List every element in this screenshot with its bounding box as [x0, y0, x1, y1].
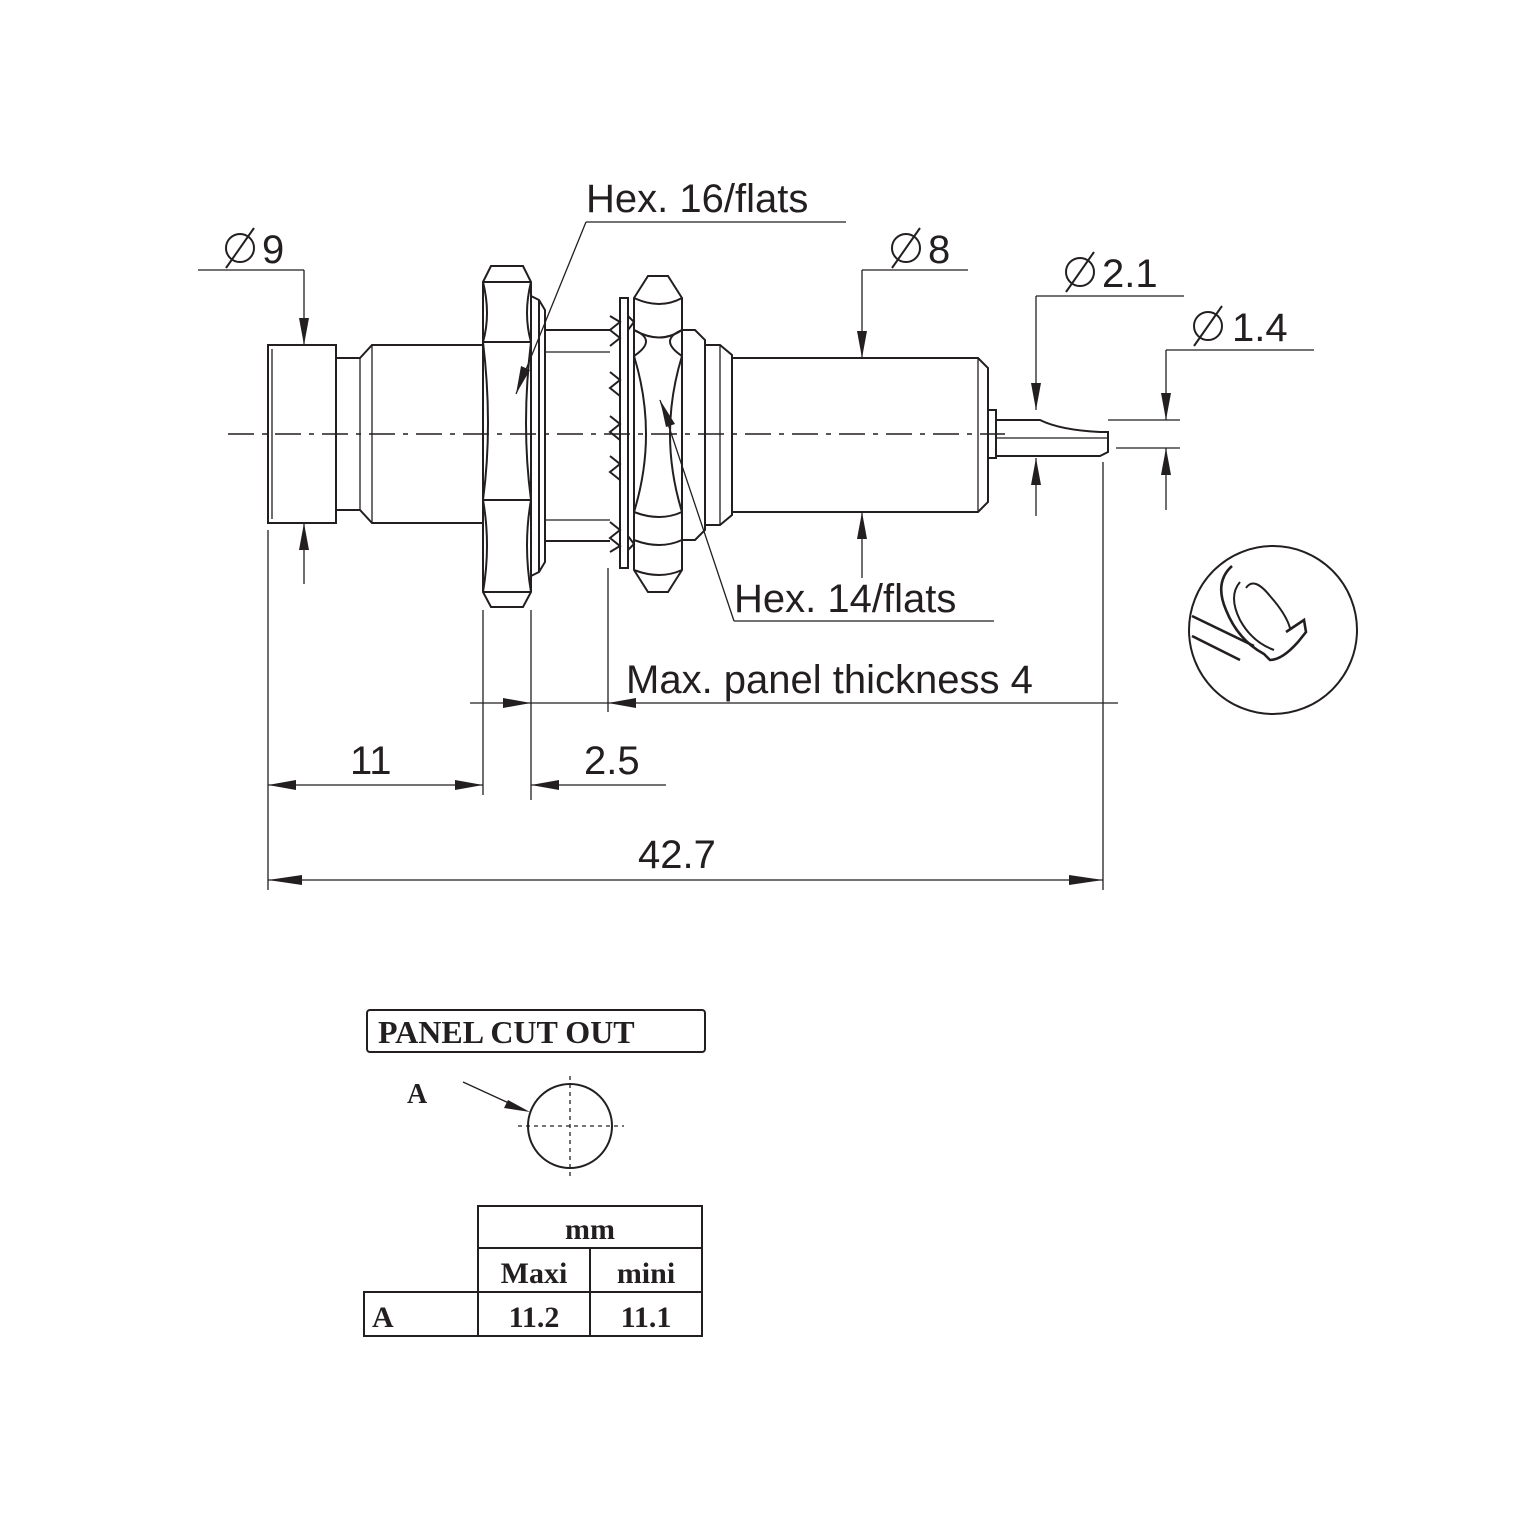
diameter-8-symbol [891, 227, 921, 269]
hex16-label: Hex. 16/flats [586, 177, 808, 221]
panel-cutout-title: PANEL CUT OUT [378, 1014, 635, 1050]
hex16-leader: Hex. 16/flats [515, 177, 846, 395]
hex14-label: Hex. 14/flats [734, 577, 956, 621]
dim-2-5: 2.5 [531, 739, 666, 790]
diameter-9-symbol [225, 227, 255, 269]
panel-cutout-title-box [366, 1009, 706, 1053]
diameter-1-4-symbol [1193, 305, 1223, 347]
dim-diameter-1-4: 1.4 [1108, 305, 1314, 510]
diameter-8-label: 8 [928, 228, 950, 272]
table-col-min: mini [617, 1257, 675, 1290]
dim-11-label: 11 [350, 739, 392, 783]
diameter-1-4-label: 1.4 [1232, 306, 1288, 350]
dim-diameter-8: 8 [857, 227, 968, 578]
dim-2-5-label: 2.5 [584, 739, 640, 783]
hex16-nut [482, 265, 546, 608]
front-sleeve [267, 344, 337, 524]
table-min-value: 11.1 [621, 1301, 672, 1334]
lock-washer [608, 297, 636, 569]
cutout-table: mm Maxi mini A 11.2 11.1 [363, 1205, 703, 1337]
cutout-marker-label: A [407, 1079, 428, 1110]
dim-42-7-label: 42.7 [638, 833, 716, 877]
solder-pin [987, 409, 1109, 459]
connector-body [267, 265, 1109, 608]
dim-diameter-9: 9 [198, 227, 309, 584]
cutout-hole [518, 1076, 624, 1176]
diameter-2-1-label: 2.1 [1102, 252, 1158, 296]
hex14-leader: Hex. 14/flats [659, 399, 994, 622]
table-unit-header: mm [565, 1213, 615, 1246]
dim-panel-thickness: Max. panel thickness 4 [470, 568, 1118, 712]
table-max-value: 11.2 [509, 1301, 560, 1334]
dim-11: 11 [268, 739, 483, 790]
table-row-label: A [372, 1301, 394, 1334]
panel-thickness-label: Max. panel thickness 4 [626, 658, 1033, 702]
dim-diameter-2-1: 2.1 [1031, 251, 1184, 516]
pin-detail-view [1188, 545, 1358, 715]
dim-42-7: 42.7 [268, 833, 1103, 885]
diameter-2-1-symbol [1065, 251, 1095, 293]
panel-cutout-section: PANEL CUT OUT A [366, 1009, 706, 1176]
table-col-max: Maxi [501, 1257, 568, 1290]
diameter-9-label: 9 [262, 228, 284, 272]
hex14-nut [633, 275, 683, 593]
